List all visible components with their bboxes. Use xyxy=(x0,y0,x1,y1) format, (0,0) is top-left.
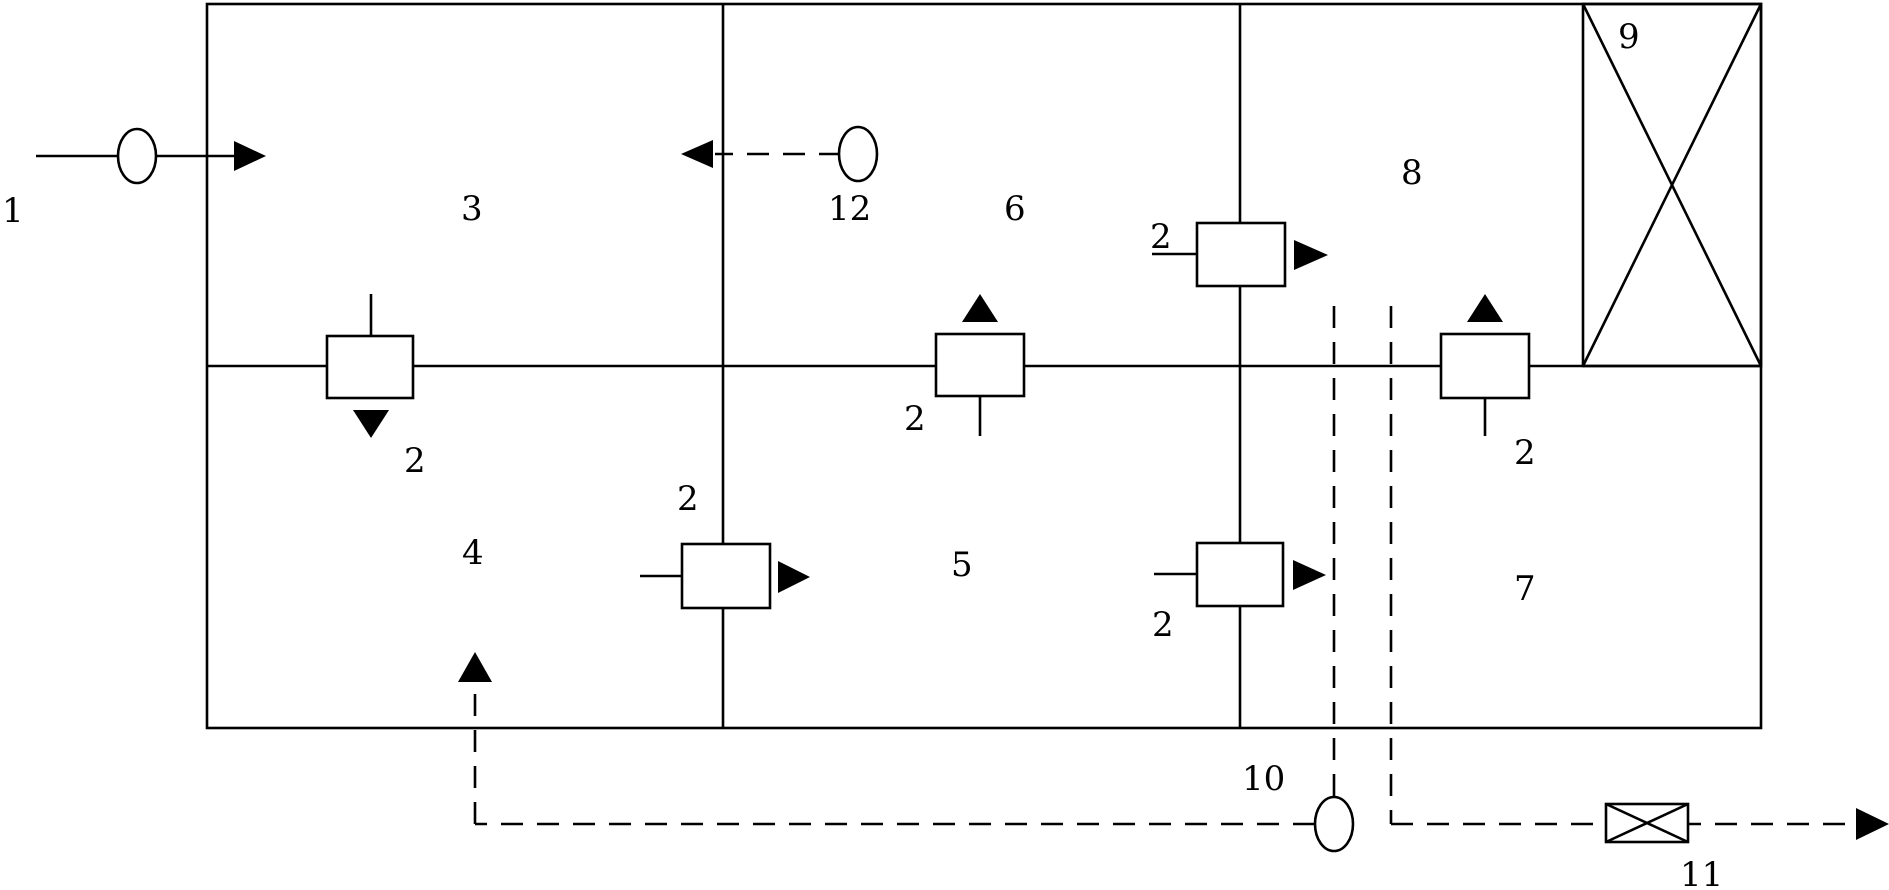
transfer-unit-6-to-8-box xyxy=(1195,221,1287,288)
recycle-10-arrowhead xyxy=(458,652,492,682)
transfer-unit-5-to-6-arrowhead xyxy=(962,294,998,322)
transfer-unit-3-to-4-arrowhead xyxy=(353,410,389,438)
label-pump-10: 10 xyxy=(1242,759,1285,799)
return-12-valve-icon xyxy=(837,125,879,183)
transfer-unit-7-to-8-arrowhead xyxy=(1467,294,1503,322)
return-12-arrowhead xyxy=(681,140,713,168)
unit-9-crossed-box xyxy=(1581,2,1763,368)
outlet-11-flow xyxy=(1391,802,1889,844)
inlet-1-arrowhead xyxy=(234,141,266,171)
label-chamber-5: 5 xyxy=(951,545,973,585)
label-chamber-6: 6 xyxy=(1004,189,1026,229)
recycle-10-flow xyxy=(458,652,1315,826)
transfer-unit-4-to-5 xyxy=(640,542,810,610)
label-return-12: 12 xyxy=(828,189,871,229)
label-transfer-unit-7-to-8: 2 xyxy=(1514,433,1536,473)
transfer-unit-5-to-7-box xyxy=(1195,541,1285,608)
transfer-unit-4-to-5-box xyxy=(680,542,772,610)
diagram-labels: 1 3 12 6 8 9 4 5 7 10 11 2 2 2 2 2 2 2 xyxy=(2,17,1723,890)
transfer-unit-3-to-4 xyxy=(325,294,415,438)
label-chamber-7: 7 xyxy=(1514,569,1536,609)
outlet-11-valve-cross-b xyxy=(1605,802,1689,844)
outlet-11-arrowhead xyxy=(1856,808,1889,840)
transfer-unit-5-to-7 xyxy=(1154,541,1326,608)
label-outlet-11: 11 xyxy=(1680,855,1723,890)
label-transfer-unit-5-to-7: 2 xyxy=(1152,605,1174,645)
unit-9-box xyxy=(1581,2,1763,368)
inlet-1-flow xyxy=(36,127,266,185)
transfer-unit-3-to-4-box xyxy=(325,334,415,400)
transfer-unit-5-to-6-box xyxy=(934,332,1026,398)
label-transfer-unit-4-to-5: 2 xyxy=(677,479,699,519)
transfer-unit-7-to-8 xyxy=(1439,294,1531,436)
return-12-flow xyxy=(681,125,879,183)
label-transfer-unit-3-to-4: 2 xyxy=(404,441,426,481)
transfer-unit-6-to-8 xyxy=(1152,221,1328,288)
label-chamber-8: 8 xyxy=(1401,153,1423,193)
unit-9-cross-b xyxy=(1581,3,1763,367)
label-chamber-4: 4 xyxy=(462,533,484,573)
transfer-unit-5-to-7-arrowhead xyxy=(1293,560,1326,590)
inlet-1-valve-icon xyxy=(116,127,158,185)
label-chamber-3: 3 xyxy=(461,189,483,229)
dashed-outlet-pipes xyxy=(1313,306,1393,853)
label-inlet-1: 1 xyxy=(2,191,24,231)
transfer-unit-6-to-8-arrowhead xyxy=(1294,240,1328,270)
transfer-unit-7-to-8-box xyxy=(1439,332,1531,400)
transfer-unit-4-to-5-arrowhead xyxy=(778,561,810,593)
label-transfer-unit-6-to-8: 2 xyxy=(1150,217,1172,257)
transfer-unit-5-to-6 xyxy=(934,294,1026,436)
label-transfer-unit-5-to-6: 2 xyxy=(904,399,926,439)
label-unit-9: 9 xyxy=(1618,17,1640,57)
pump-10-icon xyxy=(1313,795,1355,853)
